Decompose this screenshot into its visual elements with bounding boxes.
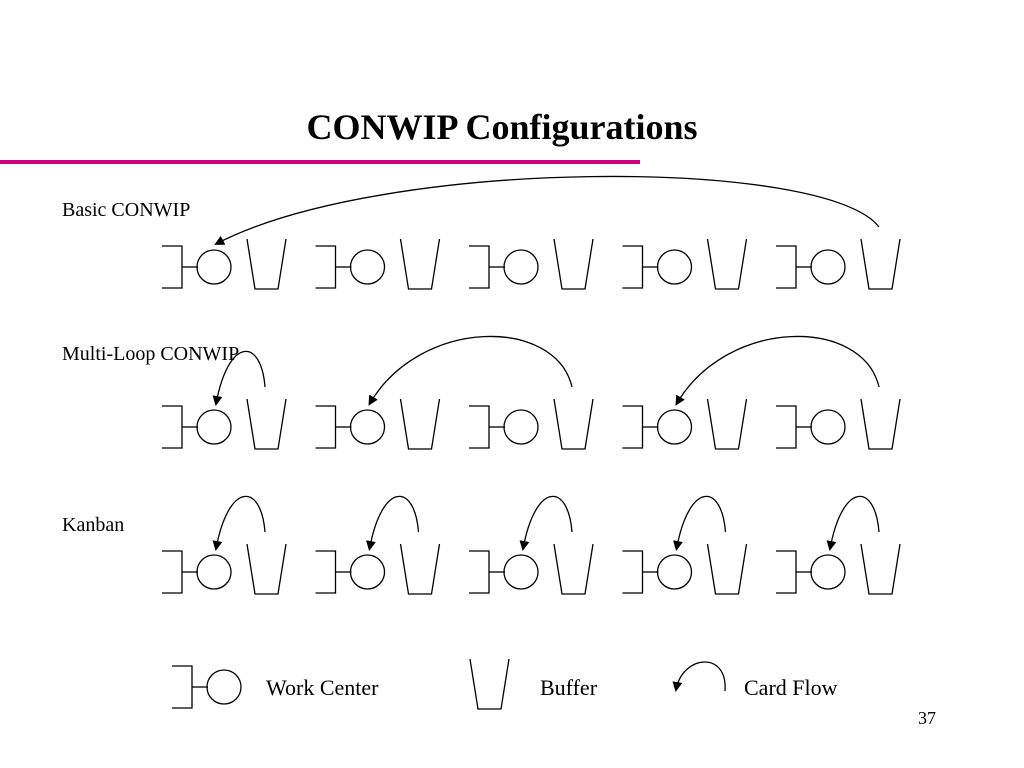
work-center-bracket xyxy=(776,405,797,449)
work-center-r3-s3 xyxy=(469,550,539,594)
slide-title: CONWIP Configurations xyxy=(306,107,698,147)
buffer-r3-s1 xyxy=(246,543,287,595)
buffer-r3-s2 xyxy=(399,543,441,595)
work-center-circle xyxy=(196,249,232,285)
work-center-bracket xyxy=(315,245,337,289)
work-center-r2-s5 xyxy=(776,405,846,449)
work-center-circle xyxy=(656,409,693,445)
work-center-bracket xyxy=(162,405,183,449)
work-center-circle xyxy=(503,249,539,285)
buffer-r2-s4 xyxy=(706,398,748,450)
work-center-bracket xyxy=(162,245,183,289)
work-center-bracket xyxy=(469,550,490,594)
buffer-r1-s3 xyxy=(553,238,594,290)
card-loops-layer xyxy=(212,175,880,551)
legend-buffer-symbol xyxy=(469,658,510,710)
work-center-r2-s4 xyxy=(622,405,693,449)
card-flow-arrow-r2-2 xyxy=(368,335,573,406)
buffer-r1-s4 xyxy=(706,238,748,290)
work-center-circle xyxy=(810,249,846,285)
work-center-circle xyxy=(196,554,232,590)
row-label-basic-conwip: Basic CONWIP xyxy=(62,199,191,221)
work-center-bracket xyxy=(162,550,183,594)
work-center-r1-s1 xyxy=(162,245,232,289)
work-center-r2-s2 xyxy=(315,405,386,449)
work-center-bracket xyxy=(469,405,490,449)
work-center-r3-s2 xyxy=(315,550,386,594)
title-underline xyxy=(0,160,640,164)
work-center-bracket xyxy=(622,550,644,594)
legend-label-work-center: Work Center xyxy=(266,675,379,700)
buffer-r2-s3 xyxy=(553,398,594,450)
legend-label-card-flow: Card Flow xyxy=(744,675,838,700)
legend-card-flow-symbol xyxy=(672,661,726,692)
work-center-circle xyxy=(349,409,386,445)
work-center-bracket xyxy=(776,245,797,289)
card-flow-arrow-r3-4 xyxy=(673,495,727,551)
work-center-r1-s4 xyxy=(622,245,693,289)
buffer-r2-s1 xyxy=(246,398,287,450)
page-number: 37 xyxy=(918,708,936,728)
work-center-bracket xyxy=(315,405,337,449)
work-center-circle xyxy=(656,554,693,590)
work-center-circle xyxy=(503,554,539,590)
work-center-circle xyxy=(196,409,232,445)
work-center-circle xyxy=(349,554,386,590)
work-center-bracket xyxy=(622,245,644,289)
work-center-bracket xyxy=(622,405,644,449)
work-center-r3-s4 xyxy=(622,550,693,594)
legend-symbols xyxy=(172,658,726,710)
card-flow-arrow-r2-1 xyxy=(212,350,266,406)
work-center-circle xyxy=(810,409,846,445)
work-center-r3-s5 xyxy=(776,550,846,594)
row-label-kanban: Kanban xyxy=(62,514,125,536)
work-center-r1-s3 xyxy=(469,245,539,289)
work-center-bracket xyxy=(172,665,193,709)
card-flow-arrow-r1-1 xyxy=(214,175,880,245)
work-center-r1-s2 xyxy=(315,245,386,289)
work-center-r2-s1 xyxy=(162,405,232,449)
work-center-bracket xyxy=(469,245,490,289)
work-center-r1-s5 xyxy=(776,245,846,289)
buffer-r3-s5 xyxy=(860,543,901,595)
work-center-r3-s1 xyxy=(162,550,232,594)
card-flow-arrow-r3-1 xyxy=(212,495,266,551)
buffer-r1-s1 xyxy=(246,238,287,290)
card-flow-arrow-r3-2 xyxy=(366,495,420,551)
work-center-circle xyxy=(206,669,242,705)
work-center-bracket xyxy=(776,550,797,594)
work-center-circle xyxy=(349,249,386,285)
row-label-multi-loop-conwip: Multi-Loop CONWIP xyxy=(62,343,240,365)
buffer-r2-s5 xyxy=(860,398,901,450)
work-center-circle xyxy=(810,554,846,590)
buffer-r1-s2 xyxy=(399,238,441,290)
buffer-r2-s2 xyxy=(399,398,441,450)
buffer-r1-s5 xyxy=(860,238,901,290)
legend-label-buffer: Buffer xyxy=(540,675,598,700)
buffer-r3-s3 xyxy=(553,543,594,595)
work-center-circle xyxy=(503,409,539,445)
work-center-bracket xyxy=(315,550,337,594)
legend-work-center-symbol xyxy=(172,665,242,709)
stations-layer xyxy=(162,238,901,595)
card-flow-arrow-r2-3 xyxy=(675,335,880,406)
buffer-r3-s4 xyxy=(706,543,748,595)
work-center-circle xyxy=(656,249,693,285)
work-center-r2-s3 xyxy=(469,405,539,449)
card-flow-arrow-r3-5 xyxy=(826,495,880,551)
card-flow-arrow-r3-3 xyxy=(519,495,573,551)
